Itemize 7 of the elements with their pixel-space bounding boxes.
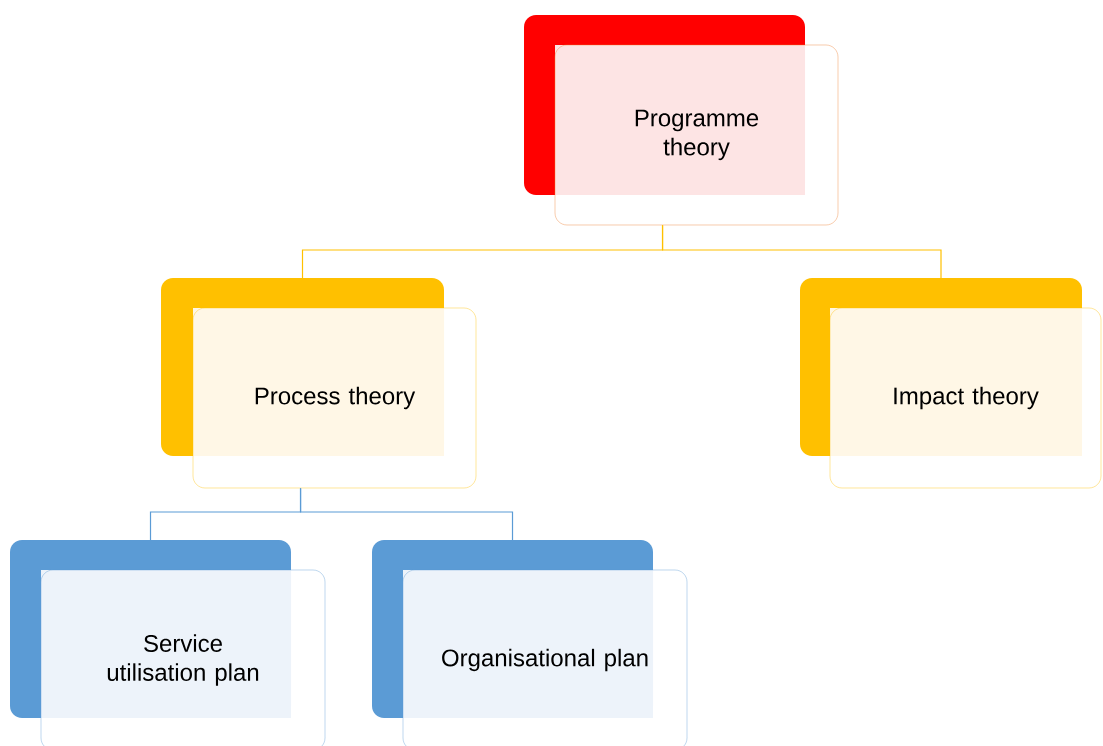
stacked-box: Impact theory <box>800 278 1102 489</box>
stacked-box: Organisational plan <box>372 540 688 746</box>
connector-line <box>299 487 514 541</box>
stacked-box: Process theory <box>161 278 477 489</box>
stacked-box: Service utilisation plan <box>10 540 326 746</box>
stacked-box: Programme theory <box>524 15 839 226</box>
connector-line <box>661 224 942 279</box>
